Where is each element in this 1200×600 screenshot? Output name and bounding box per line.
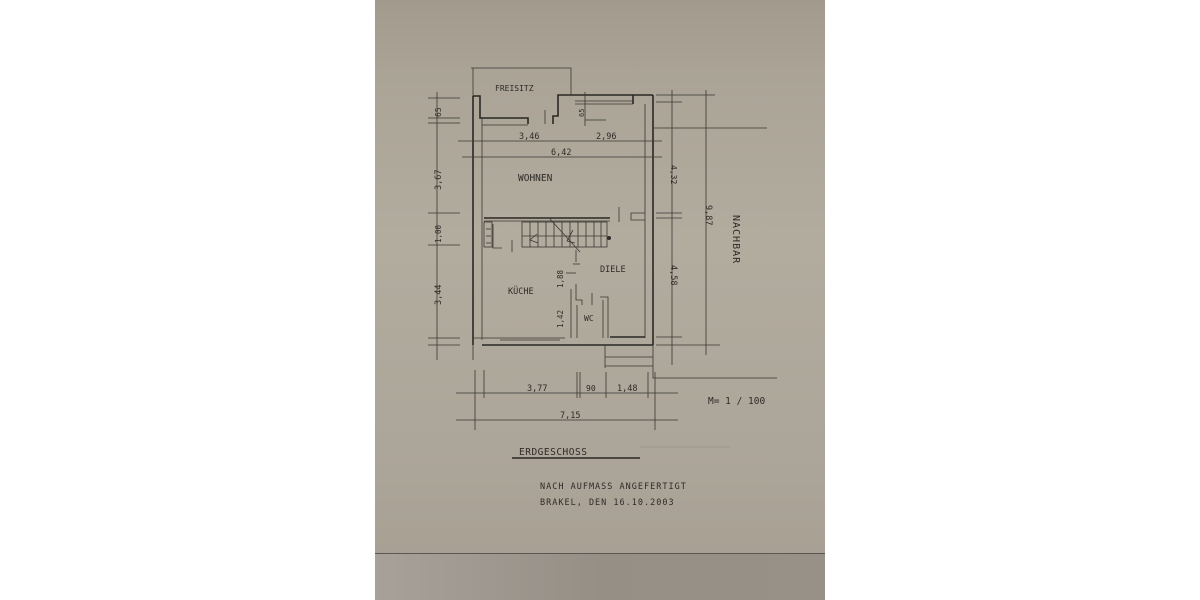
scale-label: M= 1 / 100 bbox=[708, 396, 765, 407]
staircase bbox=[483, 217, 611, 265]
dim-bottom-2: 90 bbox=[586, 384, 596, 393]
dimension-lines-top bbox=[458, 92, 662, 158]
dim-left-4: 3,44 bbox=[434, 285, 444, 305]
floor-plan-photo bbox=[375, 0, 825, 600]
dim-right-total: 9,87 bbox=[703, 205, 713, 225]
dim-left-2: 3,67 bbox=[434, 170, 444, 190]
note-line-1: NACH AUFMASS ANGEFERTIGT bbox=[540, 482, 687, 492]
dim-bottom-total: 7,15 bbox=[560, 411, 580, 421]
room-label-wc: WC bbox=[584, 314, 594, 323]
dim-bottom-3: 1,48 bbox=[617, 384, 637, 394]
room-label-freisitz: FREISITZ bbox=[495, 84, 534, 93]
dim-inner-2: 1,42 bbox=[556, 310, 565, 328]
room-label-wohnen: WOHNEN bbox=[518, 173, 553, 184]
dim-top-right: 2,96 bbox=[596, 132, 616, 142]
dim-right-2: 4,58 bbox=[668, 265, 678, 285]
dim-bottom-1: 3,77 bbox=[527, 384, 547, 394]
dim-top-small: 65 bbox=[578, 109, 586, 117]
title-underline bbox=[512, 446, 730, 459]
dim-left-3: 1,00 bbox=[434, 224, 443, 243]
dim-left-1: 65 bbox=[434, 107, 443, 117]
exterior-walls bbox=[472, 94, 654, 346]
dimension-lines-right bbox=[656, 90, 720, 365]
wc-walls bbox=[566, 272, 609, 338]
note-line-2: BRAKEL, DEN 16.10.2003 bbox=[540, 498, 675, 508]
dim-top-left: 3,46 bbox=[519, 132, 539, 142]
room-label-kueche: KÜCHE bbox=[508, 286, 534, 297]
door-wohnen bbox=[618, 207, 645, 222]
dim-top-total: 6,42 bbox=[551, 148, 571, 158]
dimension-lines-bottom bbox=[456, 370, 678, 430]
neighbor-label: NACHBAR bbox=[730, 215, 741, 264]
drawing-title: ERDGESCHOSS bbox=[519, 447, 587, 458]
dimension-lines-left bbox=[428, 92, 460, 360]
dim-right-1: 4,32 bbox=[669, 165, 678, 184]
room-label-diele: DIELE bbox=[600, 265, 626, 275]
entrance-steps bbox=[604, 345, 777, 379]
dim-inner-1: 1,88 bbox=[556, 269, 565, 288]
